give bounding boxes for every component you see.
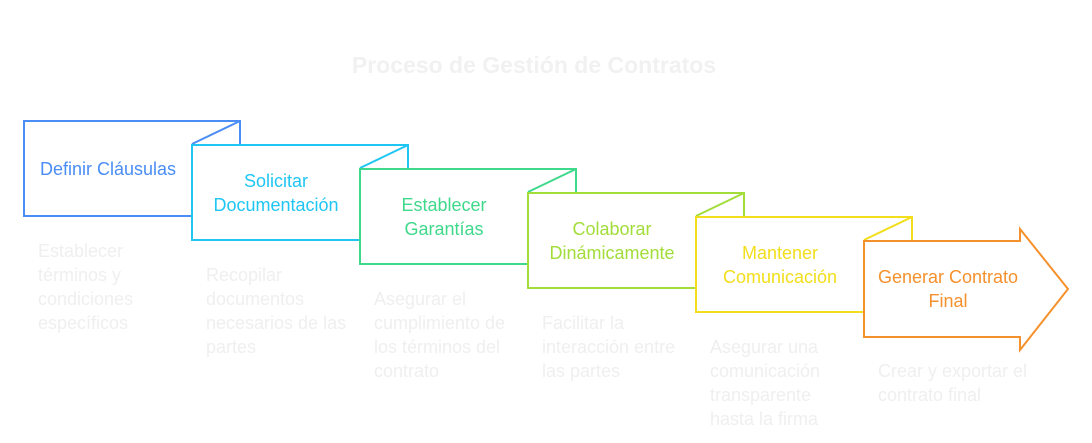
- step-label: Mantener Comunicación: [722, 242, 838, 287]
- fold-line: [359, 144, 409, 169]
- diagram-title: Proceso de Gestión de Contratos: [351, 52, 717, 78]
- step-label: Colaborar Dinámicamente: [549, 218, 675, 263]
- final-arrow-shape: [863, 226, 1070, 353]
- step-description: Establecer términos y condiciones especí…: [38, 241, 134, 333]
- fold-line: [695, 192, 745, 217]
- step-description: Facilitar la interacción entre las parte…: [542, 313, 676, 381]
- fold-line: [191, 120, 241, 145]
- step-label: Solicitar Documentación: [213, 170, 339, 215]
- step-description: Recopilar documentos necesarios de las p…: [206, 265, 347, 357]
- fold-line: [527, 168, 577, 193]
- step-label: Generar Contrato Final: [877, 266, 1019, 311]
- step-description: Asegurar una comunicación transparente h…: [710, 337, 821, 429]
- step-label: Definir Cláusulas: [39, 158, 177, 179]
- step-description: Crear y exportar el contrato final: [878, 361, 1028, 405]
- step-label: Establecer Garantías: [401, 194, 487, 239]
- fold-line: [863, 216, 913, 241]
- step-description: Asegurar el cumplimiento de los términos…: [374, 289, 506, 381]
